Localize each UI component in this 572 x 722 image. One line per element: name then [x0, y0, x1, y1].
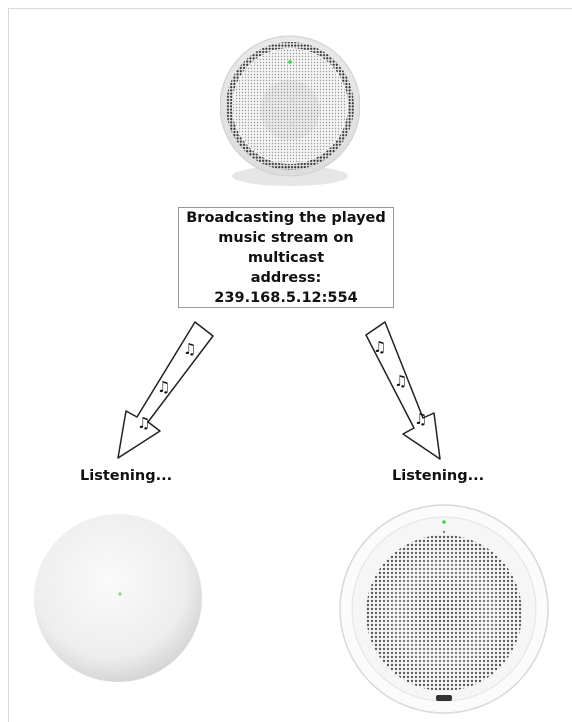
listener-left-label: Listening... — [80, 468, 173, 484]
broadcast-info-box: Broadcasting the played music stream on … — [178, 207, 394, 308]
listener-left-speaker-icon — [34, 514, 202, 682]
listener-right-label: Listening... — [392, 468, 485, 484]
broadcast-line-3: address: — [250, 269, 322, 286]
source-speaker-icon — [220, 35, 360, 186]
listener-right-speaker-icon — [339, 504, 549, 714]
broadcast-line-2: music stream on multicast — [218, 229, 354, 266]
broadcast-line-4: 239.168.5.12:554 — [214, 289, 358, 306]
broadcast-line-1: Broadcasting the played — [186, 209, 386, 226]
page-frame — [8, 8, 572, 722]
